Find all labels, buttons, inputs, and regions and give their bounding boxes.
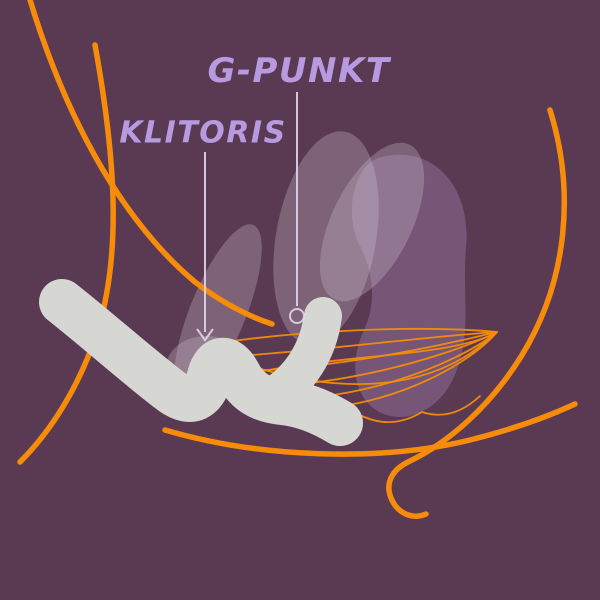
- device-insertable-arm: [251, 297, 342, 417]
- vaginal-canal-shape: [273, 131, 379, 345]
- label-g-spot: G-PUNKT: [207, 51, 391, 91]
- abdomen-line: [27, 0, 275, 327]
- klitoris-arrowhead: [196, 328, 214, 342]
- gspot-marker: [289, 308, 305, 324]
- bottom-crease-line: [162, 401, 578, 457]
- label-clitoris: KLITORIS: [119, 115, 287, 151]
- annotation-group: [196, 92, 305, 342]
- device-shape-group: [39, 279, 363, 446]
- front-thigh-line: [17, 42, 116, 465]
- uterus-shape: [319, 142, 425, 302]
- rectum-shape: [351, 154, 467, 418]
- buttock-line: [386, 107, 567, 519]
